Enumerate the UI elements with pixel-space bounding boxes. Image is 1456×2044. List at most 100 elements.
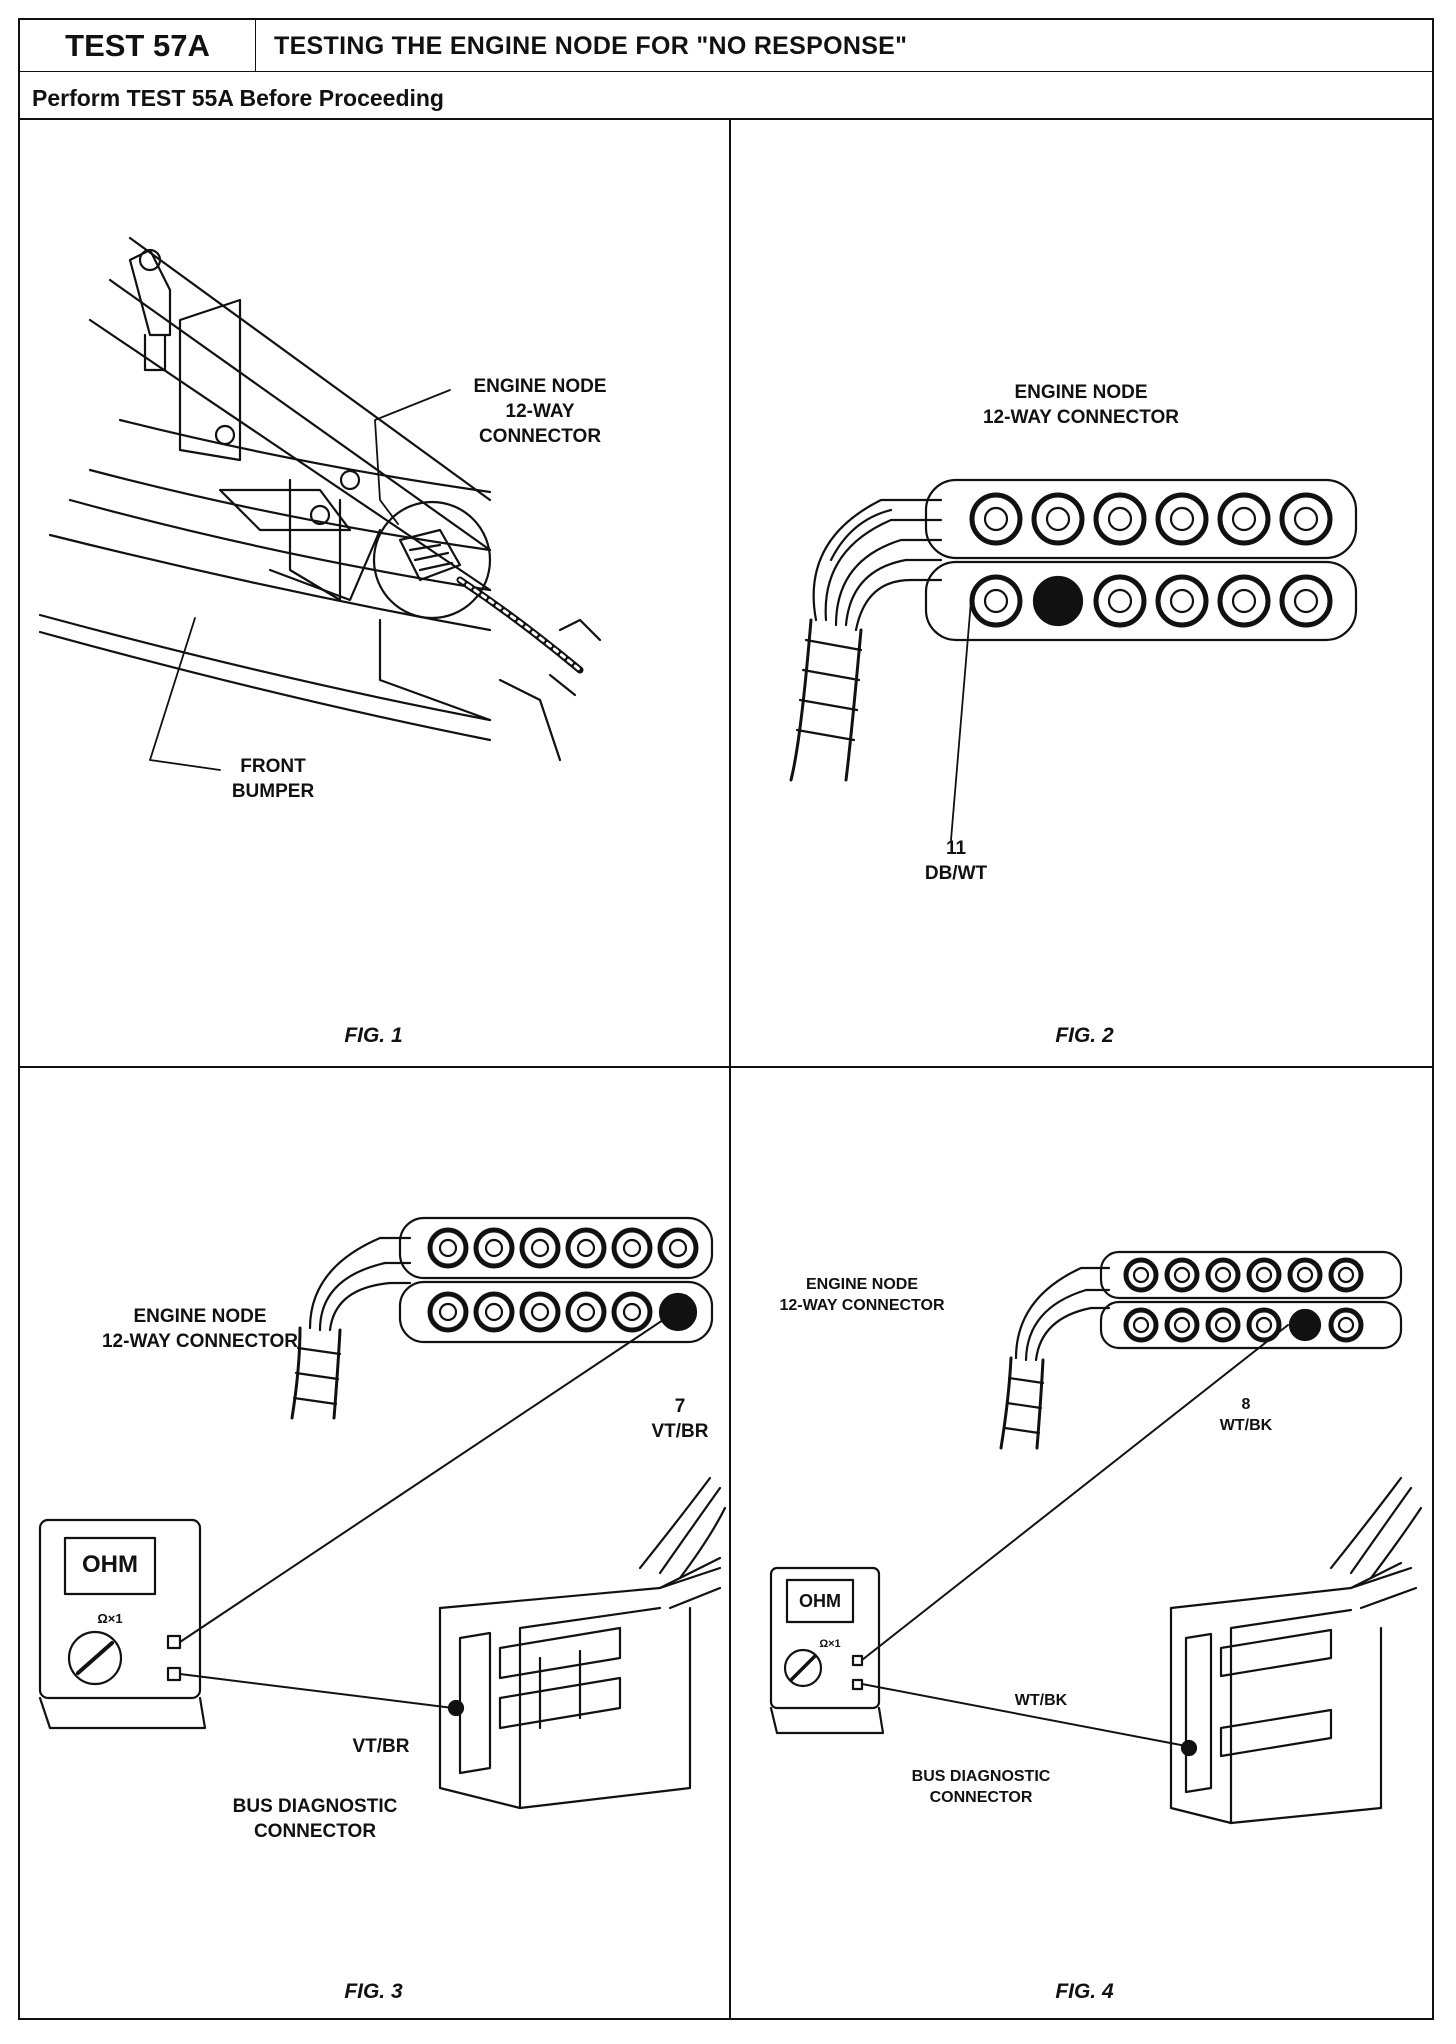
fig2-bot-pin-5-socket — [1231, 588, 1257, 614]
fig3-top-pin-1-socket — [438, 1238, 458, 1258]
figure-4-caption: FIG. 4 — [1055, 1980, 1114, 2003]
fig4-top-pin-2-socket — [1173, 1266, 1191, 1284]
test-title: TESTING THE ENGINE NODE FOR "NO RESPONSE… — [274, 32, 908, 60]
fig2-bot-pin-1 — [969, 574, 1023, 628]
fig2-pin-label: 11 DB/WT — [891, 836, 1021, 886]
fig3-top-pin-4-socket — [576, 1238, 596, 1258]
fig2-top-pin-2-socket — [1045, 506, 1071, 532]
fig2-top-pin-4 — [1155, 492, 1209, 546]
fig4-top-pin-2 — [1164, 1257, 1200, 1293]
fig2-top-pin-3-socket — [1107, 506, 1133, 532]
fig2-top-pin-2 — [1031, 492, 1085, 546]
fig4-top-pin-1-socket — [1132, 1266, 1150, 1284]
fig4-bot-pin-6-socket — [1337, 1316, 1355, 1334]
fig4-bot-pin-1 — [1123, 1307, 1159, 1343]
grid-divider-horizontal — [20, 1066, 1432, 1068]
fig3-meter-display: OHM — [82, 1551, 138, 1578]
fig4-bot-pin-2 — [1164, 1307, 1200, 1343]
fig1-drawing — [38, 236, 602, 771]
fig3-bot-pin-3 — [519, 1291, 561, 1333]
fig4-pin-number: 8 — [1241, 1396, 1251, 1413]
fig2-pin-number: 11 — [945, 838, 967, 859]
fig2-bot-pin-6 — [1279, 574, 1333, 628]
figure-1-caption: FIG. 1 — [344, 1024, 403, 1047]
fig3-bot-pin-5 — [611, 1291, 653, 1333]
fig4-bot-pin-4 — [1246, 1307, 1282, 1343]
fig4-top-pin-6-socket — [1337, 1266, 1355, 1284]
fig4-top-pin-3 — [1205, 1257, 1241, 1293]
fig3-top-pin-3 — [519, 1227, 561, 1269]
fig3-top-pin-1 — [427, 1227, 469, 1269]
fig3-bot-pin-2-socket — [484, 1302, 504, 1322]
fig3-pin-color: VT/BR — [651, 1421, 709, 1442]
fig3-top-pin-5 — [611, 1227, 653, 1269]
fig4-top-pin-5 — [1287, 1257, 1323, 1293]
fig3-bot-pin-1 — [427, 1291, 469, 1333]
fig4-bot-pin-3 — [1205, 1307, 1241, 1343]
fig2-top-pin-5-socket — [1231, 506, 1257, 532]
fig1-connector-label: ENGINE NODE 12-WAY CONNECTOR — [473, 376, 607, 447]
fig3-bot-pin-3-socket — [530, 1302, 550, 1322]
test-sheet: TEST 57A TESTING THE ENGINE NODE FOR "NO… — [18, 18, 1434, 2020]
test-id: TEST 57A — [20, 20, 256, 72]
prerequisite-row: Perform TEST 55A Before Proceeding — [20, 72, 1432, 120]
fig2-bot-pin-1-socket — [983, 588, 1009, 614]
fig4-connector-label: ENGINE NODE 12-WAY CONNECTOR — [779, 1276, 945, 1314]
fig3-top-pin-6 — [657, 1227, 699, 1269]
fig3-bot-pin-4 — [565, 1291, 607, 1333]
fig3-pin-number: 7 — [674, 1396, 686, 1417]
fig2-top-pin-4-socket — [1169, 506, 1195, 532]
fig4-meter-range: Ω×1 — [819, 1638, 841, 1650]
fig4-top-pin-3-socket — [1214, 1266, 1232, 1284]
figure-3-panel: ENGINE NODE 12-WAY CONNECTOR 7 VT/BR OHM… — [20, 1068, 727, 2018]
figure-grid: ENGINE NODE 12-WAY CONNECTOR FRONT BUMPE… — [20, 120, 1432, 2018]
figure-1-panel: ENGINE NODE 12-WAY CONNECTOR FRONT BUMPE… — [20, 120, 727, 1066]
fig3-drawing — [38, 1216, 727, 1810]
fig4-wire-color: WT/BK — [1014, 1692, 1068, 1709]
fig2-drawing — [789, 478, 1358, 841]
fig2-top-pin-5 — [1217, 492, 1271, 546]
fig4-top-pin-6 — [1328, 1257, 1364, 1293]
fig2-top-pin-6 — [1279, 492, 1333, 546]
fig4-top-pin-4 — [1246, 1257, 1282, 1293]
fig4-bot-pin-6 — [1328, 1307, 1364, 1343]
fig3-connector-label: ENGINE NODE 12-WAY CONNECTOR — [101, 1306, 299, 1352]
fig2-bot-pin-3-socket — [1107, 588, 1133, 614]
fig4-drawing — [769, 1250, 1423, 1825]
fig4-top-pin-5-socket — [1296, 1266, 1314, 1284]
fig2-top-pin-6-socket — [1293, 506, 1319, 532]
fig4-bot-pin-4-socket — [1255, 1316, 1273, 1334]
fig4-pin-label: 8 WT/BK — [1201, 1394, 1291, 1436]
fig4-meter-display: OHM — [799, 1591, 841, 1611]
fig2-bot-pin-6-socket — [1293, 588, 1319, 614]
prerequisite-text: Perform TEST 55A Before Proceeding — [32, 85, 444, 111]
fig3-top-pin-6-socket — [668, 1238, 688, 1258]
fig3-top-pin-5-socket — [622, 1238, 642, 1258]
fig3-bot-pin-2 — [473, 1291, 515, 1333]
fig3-top-pin-2 — [473, 1227, 515, 1269]
grid-divider-vertical — [729, 120, 731, 2018]
fig2-connector-label: ENGINE NODE 12-WAY CONNECTOR — [982, 382, 1180, 428]
fig2-pin-color: DB/WT — [924, 863, 988, 884]
fig1-bumper-label: FRONT BUMPER — [231, 756, 315, 802]
fig4-top-pin-1 — [1123, 1257, 1159, 1293]
fig3-bus-label: BUS DIAGNOSTIC CONNECTOR — [232, 1796, 398, 1842]
figure-4-panel: ENGINE NODE 12-WAY CONNECTOR 8 WT/BK OHM… — [731, 1068, 1438, 2018]
fig2-bot-pin-2 — [1032, 575, 1084, 627]
header-row: TEST 57A TESTING THE ENGINE NODE FOR "NO… — [20, 20, 1432, 72]
fig3-top-pin-3-socket — [530, 1238, 550, 1258]
fig3-bot-pin-6 — [658, 1292, 698, 1332]
fig3-pin-label: 7 VT/BR — [640, 1394, 720, 1444]
figure-2-panel: ENGINE NODE 12-WAY CONNECTOR 11 DB/WT FI… — [731, 120, 1438, 1066]
fig4-top-pin-4-socket — [1255, 1266, 1273, 1284]
fig2-top-pin-1-socket — [983, 506, 1009, 532]
fig2-bot-pin-3 — [1093, 574, 1147, 628]
fig3-top-pin-4 — [565, 1227, 607, 1269]
fig4-bus-label: BUS DIAGNOSTIC CONNECTOR — [911, 1768, 1051, 1806]
fig4-bot-pin-3-socket — [1214, 1316, 1232, 1334]
fig3-wire-color: VT/BR — [352, 1736, 410, 1757]
fig2-top-pin-3 — [1093, 492, 1147, 546]
figure-2-caption: FIG. 2 — [1055, 1024, 1114, 1047]
fig2-bot-pin-4-socket — [1169, 588, 1195, 614]
fig3-bot-pin-5-socket — [622, 1302, 642, 1322]
